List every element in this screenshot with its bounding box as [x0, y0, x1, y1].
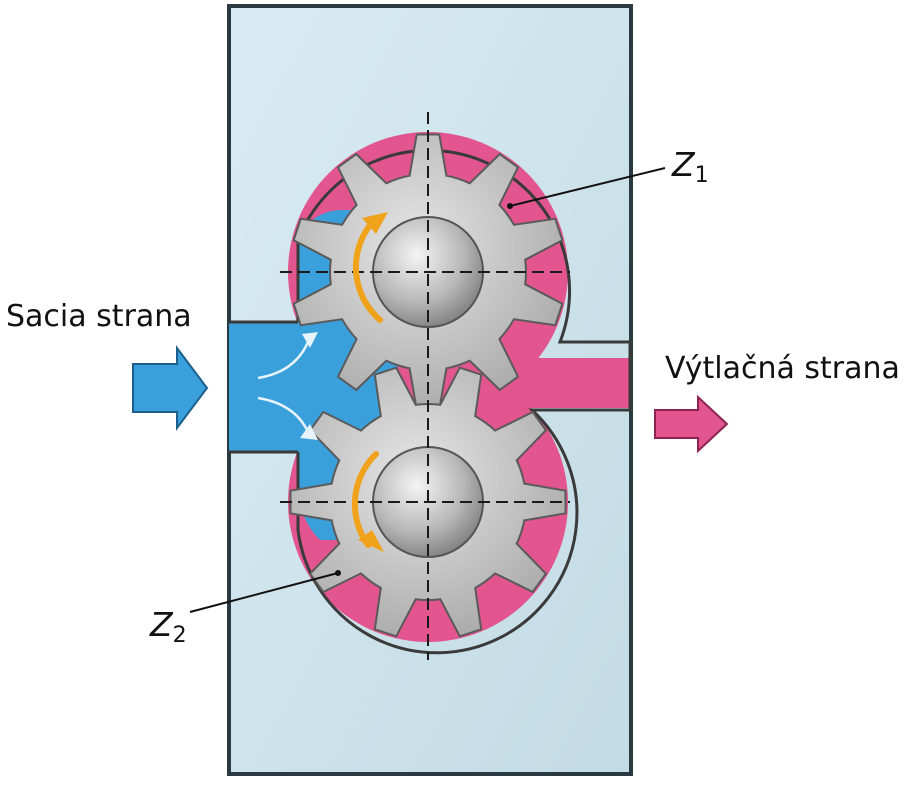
inlet-port-edges	[229, 320, 298, 454]
z2-leader-dot	[335, 570, 341, 576]
inlet-flow-arrows	[257, 332, 318, 440]
gear-z2-label: Z2	[150, 608, 187, 647]
gear-z1-index: 1	[694, 163, 709, 188]
gear-z1-letter: Z	[672, 145, 695, 184]
suction-side-label: Sacia strana	[6, 299, 192, 334]
z1-leader-dot	[507, 203, 513, 209]
z1-leader-line	[509, 167, 666, 207]
rotation-arrow-z1	[352, 212, 388, 323]
gear-z1-label: Z1	[672, 148, 709, 187]
z2-leader-line	[189, 572, 339, 613]
discharge-arrow-icon	[654, 394, 729, 454]
center-lines	[280, 112, 570, 660]
suction-arrow-icon	[132, 345, 209, 431]
gear-z2-index: 2	[172, 623, 187, 648]
discharge-side-label: Výtlačná strana	[665, 351, 900, 386]
gear-z2-letter: Z	[150, 605, 173, 644]
rotation-arrow-z2	[351, 451, 384, 552]
